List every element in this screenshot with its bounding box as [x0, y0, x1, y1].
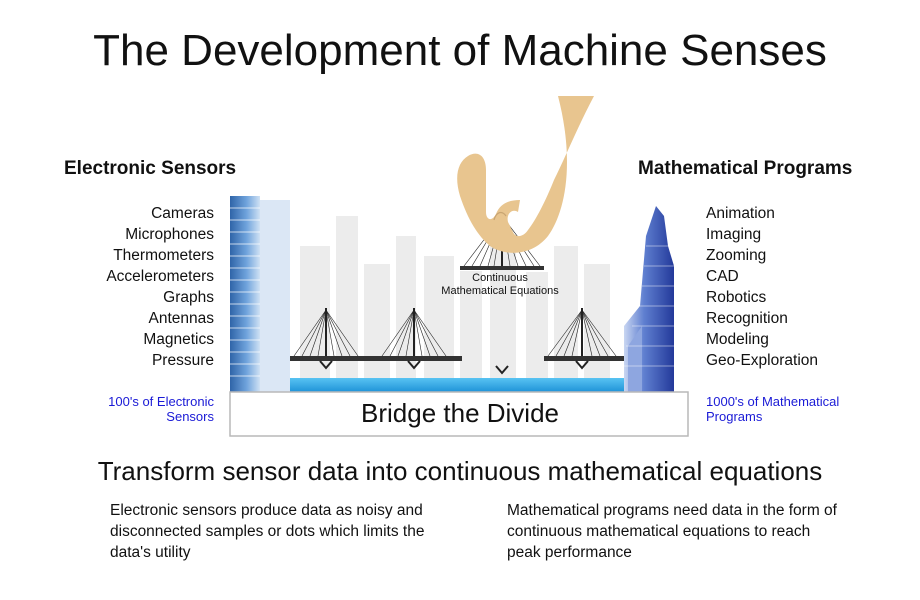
- equation-label: Continuous Mathematical Equations: [430, 272, 570, 298]
- water: [290, 378, 624, 392]
- equation-label-line2: Mathematical Equations: [441, 285, 559, 297]
- sensor-list: Cameras Microphones Thermometers Acceler…: [40, 203, 214, 371]
- program-count-line1: 1000's of Mathematical: [706, 394, 840, 409]
- hand-icon: [457, 96, 594, 253]
- city-skyline: [300, 216, 610, 386]
- electronic-sensors-heading: Electronic Sensors: [64, 158, 237, 179]
- right-bridge-section: [544, 308, 624, 370]
- list-item: Thermometers: [113, 247, 214, 264]
- program-list: Animation Imaging Zooming CAD Robotics R…: [706, 203, 906, 371]
- sensor-count-line2: Sensors: [166, 409, 214, 424]
- bridge-the-divide-label: Bridge the Divide: [361, 398, 559, 428]
- list-item: Recognition: [706, 310, 788, 327]
- mathematical-programs-heading: Mathematical Programs: [638, 158, 853, 179]
- list-item: Robotics: [706, 289, 767, 306]
- program-count-line2: Programs: [706, 409, 763, 424]
- sensor-description: Electronic sensors produce data as noisy…: [110, 502, 425, 561]
- equation-label-line1: Continuous: [472, 272, 528, 284]
- bridge-illustration: [229, 96, 689, 437]
- list-item: Zooming: [706, 247, 767, 264]
- program-description: Mathematical programs need data in the f…: [507, 502, 837, 561]
- list-item: Accelerometers: [106, 268, 214, 285]
- left-skyscraper: [230, 196, 290, 392]
- left-bridge-section: [290, 308, 462, 370]
- list-item: Magnetics: [143, 331, 214, 348]
- list-item: Graphs: [163, 289, 214, 306]
- bridge-label-box: [229, 391, 689, 437]
- list-item: Geo-Exploration: [706, 352, 819, 369]
- list-item: Antennas: [148, 310, 215, 327]
- list-item: Cameras: [151, 205, 214, 222]
- list-item: Microphones: [125, 226, 214, 243]
- middle-pier: [495, 365, 509, 375]
- subtitle: Transform sensor data into continuous ma…: [97, 456, 823, 486]
- list-item: Imaging: [706, 226, 762, 243]
- program-count-note: 1000's of Mathematical Programs: [706, 394, 886, 424]
- sensor-count-note: 100's of Electronic Sensors: [40, 394, 214, 424]
- list-item: CAD: [706, 268, 739, 285]
- list-item: Pressure: [151, 352, 214, 369]
- list-item: Modeling: [706, 331, 769, 348]
- sensor-count-line1: 100's of Electronic: [108, 394, 214, 409]
- list-item: Animation: [706, 205, 775, 222]
- right-skyscraper: [624, 206, 674, 392]
- page-title: The Development of Machine Senses: [93, 26, 827, 75]
